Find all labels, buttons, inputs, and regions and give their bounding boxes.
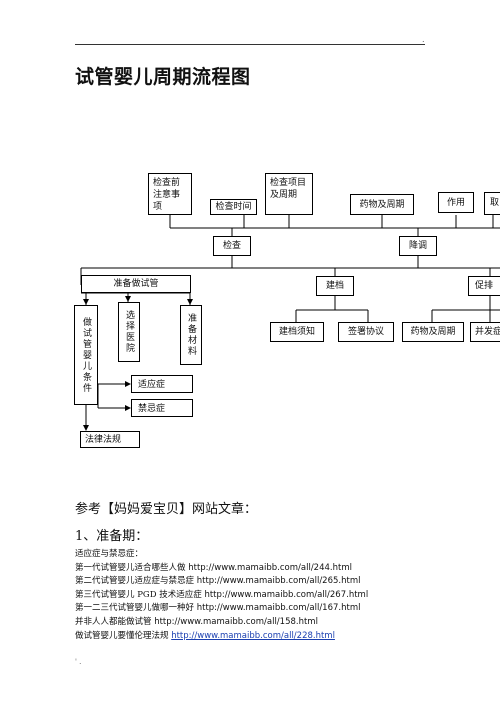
arrow-head xyxy=(83,299,89,305)
arrow-head xyxy=(187,299,193,305)
node-complication: 并发症 xyxy=(470,322,500,342)
node-drugs-cycle: 药物及周期 xyxy=(350,194,414,215)
arrow-head xyxy=(125,405,131,411)
node-prepare-materials: 准备材料 xyxy=(180,305,202,365)
node-conditions: 做试管婴儿条件 xyxy=(74,305,98,405)
node-partial-right: 取 xyxy=(484,192,500,215)
article-url: http://www.mamaibb.com/all/267.html xyxy=(204,589,369,600)
node-contraindications: 禁忌症 xyxy=(131,399,193,417)
list-item: 第一二三代试管婴儿做哪一种好 http://www.mamaibb.com/al… xyxy=(75,602,368,616)
page-title: 试管婴儿周期流程图 xyxy=(75,66,251,88)
list-item: 第三代试管婴儿 PGD 技术适应症 http://www.mamaibb.com… xyxy=(75,589,368,603)
node-sign-agreement: 签署协议 xyxy=(338,322,394,342)
article-title: 第二代试管婴儿适应症与禁忌症 xyxy=(75,576,197,587)
list-item: 第二代试管婴儿适应症与禁忌症 http://www.mamaibb.com/al… xyxy=(75,575,368,589)
article-list: 适应症与禁忌症： 第一代试管婴儿适合哪些人做 http://www.mamaib… xyxy=(75,548,368,643)
article-title: 做试管婴儿要懂伦理法规 xyxy=(75,630,172,641)
node-pre-notes: 检查前注意事项 xyxy=(148,173,192,215)
list-item: 第一代试管婴儿适合哪些人做 http://www.mamaibb.com/all… xyxy=(75,562,368,576)
article-title: 第一二三代试管婴儿做哪一种好 xyxy=(75,603,197,614)
header-rule xyxy=(75,44,425,45)
article-url: http://www.mamaibb.com/all/244.html xyxy=(188,562,352,573)
article-title: 第三代试管婴儿 PGD 技术适应症 xyxy=(75,589,205,600)
article-title: 适应症与禁忌症： xyxy=(75,549,144,559)
node-archive: 建档 xyxy=(316,276,354,296)
node-check: 检查 xyxy=(213,236,251,256)
arrow-head xyxy=(125,381,131,387)
list-item: 适应症与禁忌症： xyxy=(75,548,368,562)
node-promote: 促排 xyxy=(468,276,500,296)
node-downreg: 降调 xyxy=(399,236,437,256)
article-title: 第一代试管婴儿适合哪些人做 xyxy=(75,562,189,573)
article-url: http://www.mamaibb.com/all/158.html xyxy=(154,616,318,627)
node-effect: 作用 xyxy=(438,192,474,213)
node-choose-hospital: 选择医院 xyxy=(118,302,140,362)
node-indications: 适应症 xyxy=(131,375,193,393)
node-check-time: 检查时间 xyxy=(210,199,257,215)
arrow-head xyxy=(125,296,131,302)
node-archive-notice: 建档须知 xyxy=(270,322,324,342)
arrow-head xyxy=(83,425,89,431)
article-url: http://www.mamaibb.com/all/265.html xyxy=(196,576,361,587)
list-item: 并非人人都能做试管 http://www.mamaibb.com/all/158… xyxy=(75,616,368,630)
list-item: 做试管婴儿要懂伦理法规 http://www.mamaibb.com/all/2… xyxy=(75,630,368,644)
node-prepare: 准备做试管 xyxy=(81,275,191,293)
header-mark: . xyxy=(422,35,425,44)
article-link[interactable]: http://www.mamaibb.com/all/228.html xyxy=(171,630,335,641)
node-check-items: 检查项目及周期 xyxy=(265,173,313,215)
footer-mark: ' . xyxy=(75,658,82,666)
section-heading: 1、准备期： xyxy=(75,529,149,544)
node-law: 法律法规 xyxy=(80,431,140,448)
reference-heading: 参考【妈妈爱宝贝】网站文章： xyxy=(75,502,258,517)
article-title: 并非人人都能做试管 xyxy=(75,616,155,627)
node-drugs-cycle-2: 药物及周期 xyxy=(402,322,464,342)
article-url: http://www.mamaibb.com/all/167.html xyxy=(196,603,361,614)
